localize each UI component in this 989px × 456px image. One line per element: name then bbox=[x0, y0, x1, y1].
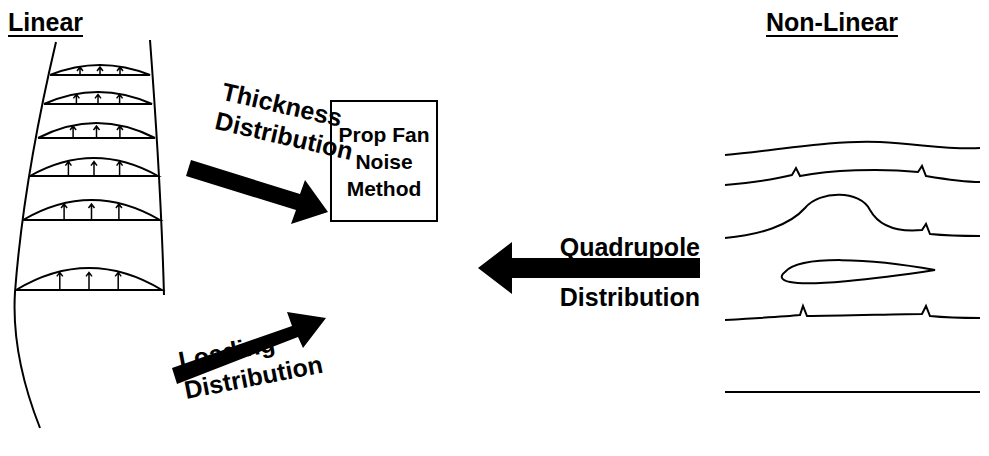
blade-drawing bbox=[15, 40, 164, 428]
load-arrow bbox=[65, 162, 71, 176]
load-arrow bbox=[91, 162, 97, 176]
load-arrow bbox=[117, 67, 123, 75]
load-arrow bbox=[86, 272, 92, 290]
blade-section bbox=[38, 123, 155, 138]
streamline bbox=[725, 306, 980, 320]
load-arrow bbox=[97, 67, 103, 75]
load-arrow bbox=[89, 204, 95, 220]
load-arrow bbox=[57, 272, 63, 290]
load-arrow bbox=[116, 204, 122, 220]
blade-section bbox=[44, 92, 152, 104]
streamline bbox=[725, 195, 980, 238]
load-arrow bbox=[115, 272, 121, 290]
arrow-label: Thickness Distribution bbox=[213, 76, 392, 173]
blade-section bbox=[23, 200, 160, 220]
load-arrow bbox=[61, 204, 67, 220]
streamline bbox=[725, 166, 980, 185]
blade-section bbox=[50, 65, 150, 75]
streamline bbox=[725, 142, 980, 155]
blade-section bbox=[30, 158, 158, 176]
load-arrow bbox=[77, 67, 83, 75]
blade-sections bbox=[16, 65, 162, 290]
load-arrow bbox=[73, 94, 79, 104]
arrow-label: Loading Distribution bbox=[176, 312, 364, 405]
blade-leading-edge bbox=[15, 42, 56, 428]
load-arrow bbox=[94, 126, 100, 138]
load-arrow bbox=[117, 126, 123, 138]
thickness-arrow bbox=[186, 160, 328, 224]
streamlines bbox=[725, 142, 980, 392]
blade-section bbox=[16, 268, 162, 290]
streamline bbox=[725, 391, 980, 393]
airfoil bbox=[782, 260, 935, 283]
load-arrow bbox=[95, 94, 101, 104]
blade-trailing-edge bbox=[150, 40, 164, 295]
arrow-label: Quadrupole Distribution bbox=[500, 222, 700, 322]
load-arrow bbox=[70, 126, 76, 138]
section-heading: Non-Linear bbox=[766, 8, 898, 37]
section-heading: Linear bbox=[8, 8, 83, 37]
load-arrow bbox=[117, 162, 123, 176]
load-arrow bbox=[117, 94, 123, 104]
